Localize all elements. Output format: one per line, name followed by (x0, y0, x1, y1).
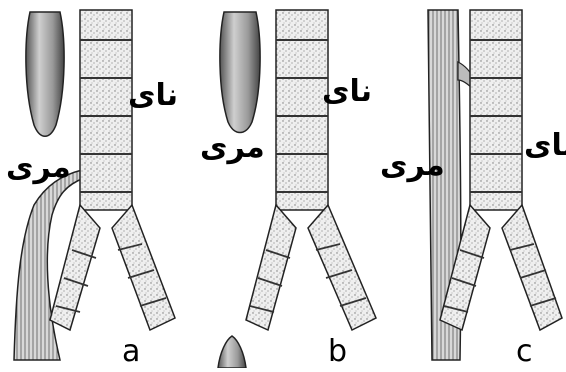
panel-a-right-bronchus (112, 205, 175, 330)
panel-c-trachea-label: نای (524, 128, 566, 163)
panel-a-letter: a (122, 334, 140, 369)
panel-c-esophagus-label: مری (380, 148, 445, 183)
panel-c-drawing (428, 10, 562, 360)
panel-a-trachea-label: نای (128, 78, 178, 113)
panel-b-drawing (218, 10, 376, 368)
panel-a-drawing (14, 10, 175, 360)
panel-b-right-bronchus (308, 205, 376, 330)
panel-c-right-bronchus (502, 205, 562, 330)
panel-a-esophagus-label: مری (6, 150, 71, 185)
panel-b-esophagus-lower-stub (218, 336, 246, 368)
panel-b-esophagus-label: مری (200, 130, 265, 165)
panel-b-letter: b (328, 334, 347, 369)
panel-c-letter: c (516, 334, 533, 369)
panel-a-esophagus-upper-pouch (26, 12, 64, 136)
panel-b-trachea-label: نای (322, 74, 372, 109)
panel-b-esophagus-upper-pouch (220, 12, 260, 133)
